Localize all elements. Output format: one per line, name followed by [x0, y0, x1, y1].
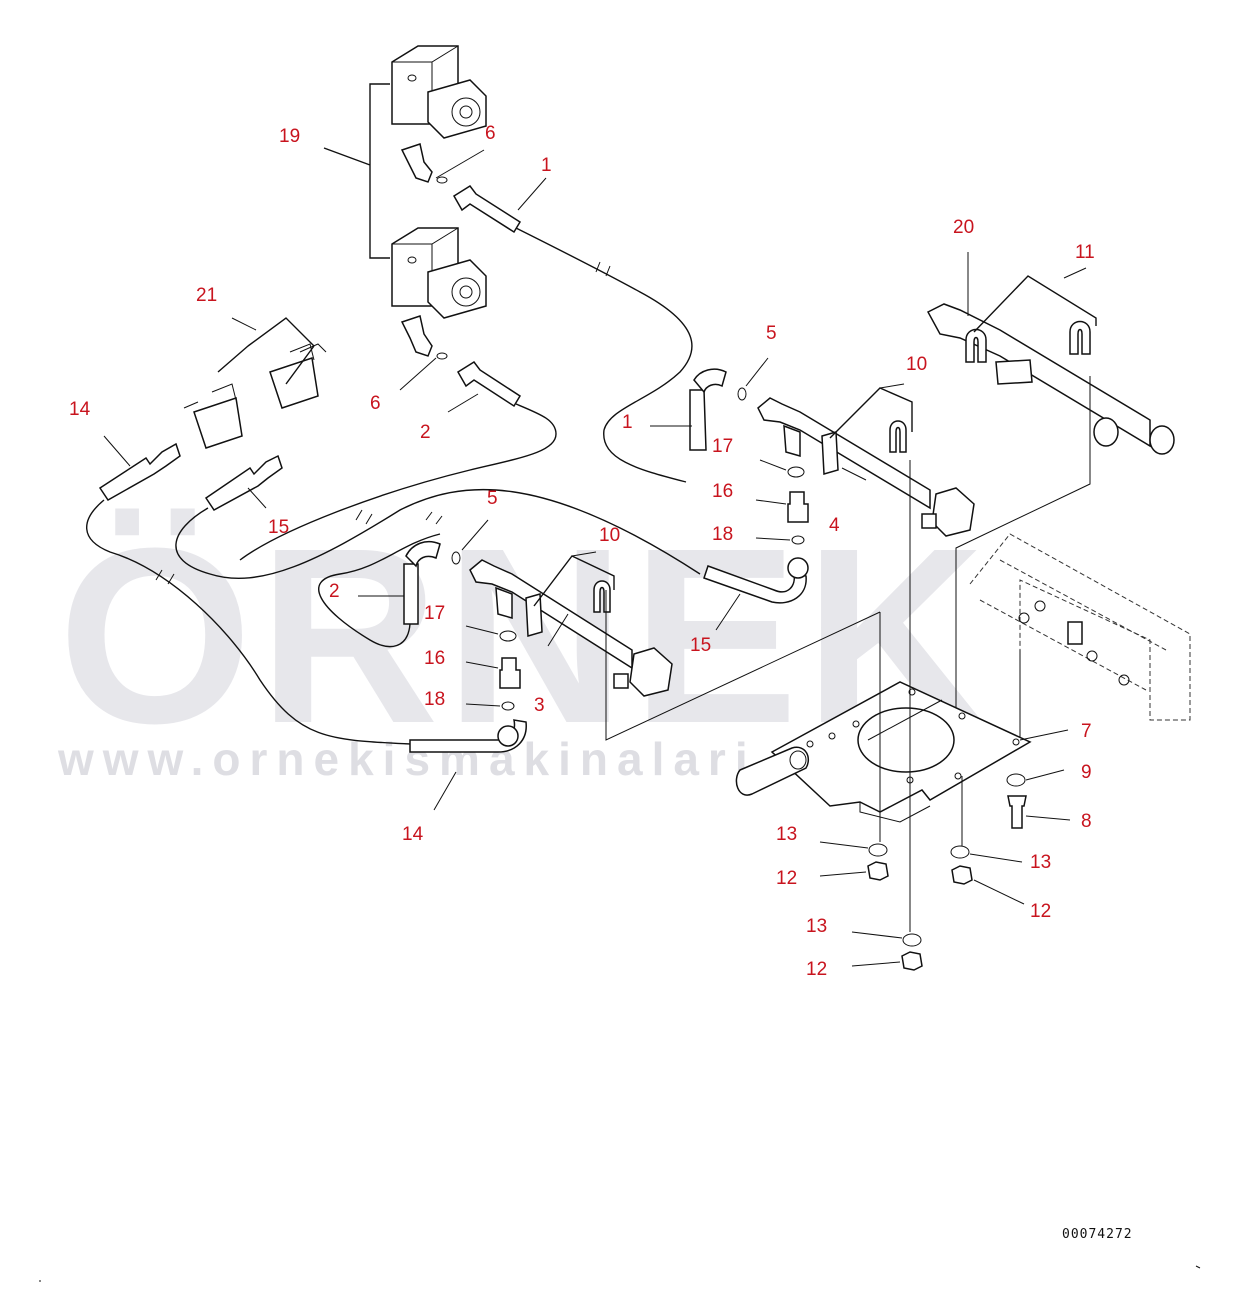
nut-12-a [867, 861, 889, 881]
callout-6-lower: 6 [370, 393, 381, 414]
callout-18-lower: 18 [424, 689, 445, 710]
callout-17-upper: 17 [712, 436, 733, 457]
o-ring-17-lower [499, 630, 517, 642]
callout-5-lower: 5 [487, 488, 498, 509]
o-ring-5-lower [451, 551, 461, 565]
fitting-16-lower [499, 657, 521, 689]
manifold-4 [757, 397, 975, 537]
fitting-group-21 [183, 317, 327, 449]
callout-1-upper: 1 [541, 155, 552, 176]
hose-1-fitting-bottom [689, 389, 707, 451]
callout-13-a: 13 [776, 824, 797, 845]
o-ring-18-lower [501, 701, 515, 711]
washer-9 [1006, 773, 1026, 787]
tube-assembly-11 [926, 252, 1175, 455]
callout-16-upper: 16 [712, 481, 733, 502]
callout-6-upper: 6 [485, 123, 496, 144]
callout-15-lower: 15 [690, 635, 711, 656]
washer-13-b [950, 845, 970, 859]
callout-4: 4 [829, 515, 840, 536]
callout-5-upper: 5 [766, 323, 777, 344]
callout-17-lower: 17 [424, 603, 445, 624]
callout-7: 7 [1081, 721, 1092, 742]
valve-block-lower [391, 227, 487, 319]
callout-20: 20 [953, 217, 974, 238]
callout-8: 8 [1081, 811, 1092, 832]
callout-15-upper: 15 [268, 517, 289, 538]
valve-block-upper [391, 45, 487, 139]
hose-1-fitting-top [452, 184, 522, 234]
callout-10-lower: 10 [599, 525, 620, 546]
washer-13-a [868, 843, 888, 857]
o-ring-17-upper [787, 466, 805, 478]
drawing-linework [39, 45, 1201, 1282]
o-ring-5-upper [737, 387, 747, 401]
u-bolt-10-upper [889, 420, 907, 453]
callout-labels: 19 6 1 6 2 21 14 15 5 1 17 16 18 10 4 20… [69, 123, 1095, 980]
base-plate-7 [735, 681, 1032, 823]
elbow-fitting-upper [400, 143, 433, 183]
callout-12-b: 12 [1030, 901, 1051, 922]
callout-14-lower: 14 [402, 824, 424, 845]
callout-2-upper: 2 [420, 422, 431, 443]
washer-13-c [902, 933, 922, 947]
callout-12-c: 12 [806, 959, 827, 980]
callout-19: 19 [279, 126, 300, 147]
callout-10-upper: 10 [906, 354, 927, 375]
hose-15-fitting-top [204, 454, 283, 511]
callout-14-upper: 14 [69, 399, 91, 420]
frame-section [955, 376, 1191, 740]
callout-21: 21 [196, 285, 217, 306]
hose-14-fitting-top [98, 442, 181, 501]
callout-13-b: 13 [1030, 852, 1051, 873]
callout-3: 3 [534, 695, 545, 716]
callout-1-lower: 1 [622, 412, 633, 433]
callout-12-a: 12 [776, 868, 797, 889]
hose-2-fitting-top [456, 360, 522, 408]
callout-2-lower: 2 [329, 581, 340, 602]
leader-19-bracket [323, 83, 390, 259]
hose-2-lower-fitting [403, 563, 419, 625]
callout-16-lower: 16 [424, 648, 445, 669]
elbow-fitting-lower [400, 315, 433, 357]
nut-12-b [951, 865, 973, 885]
bolt-8 [1007, 795, 1027, 829]
callout-13-c: 13 [806, 916, 827, 937]
callout-9: 9 [1081, 762, 1092, 783]
hose-15-fitting-bottom [703, 565, 807, 604]
callout-11: 11 [1075, 242, 1095, 263]
manifold-3 [469, 559, 673, 697]
callout-18-upper: 18 [712, 524, 733, 545]
fitting-16-upper [787, 491, 809, 523]
drawing-code: 00074272 [1062, 1227, 1133, 1242]
o-ring-18-upper [791, 535, 805, 545]
nut-12-c [901, 951, 923, 971]
